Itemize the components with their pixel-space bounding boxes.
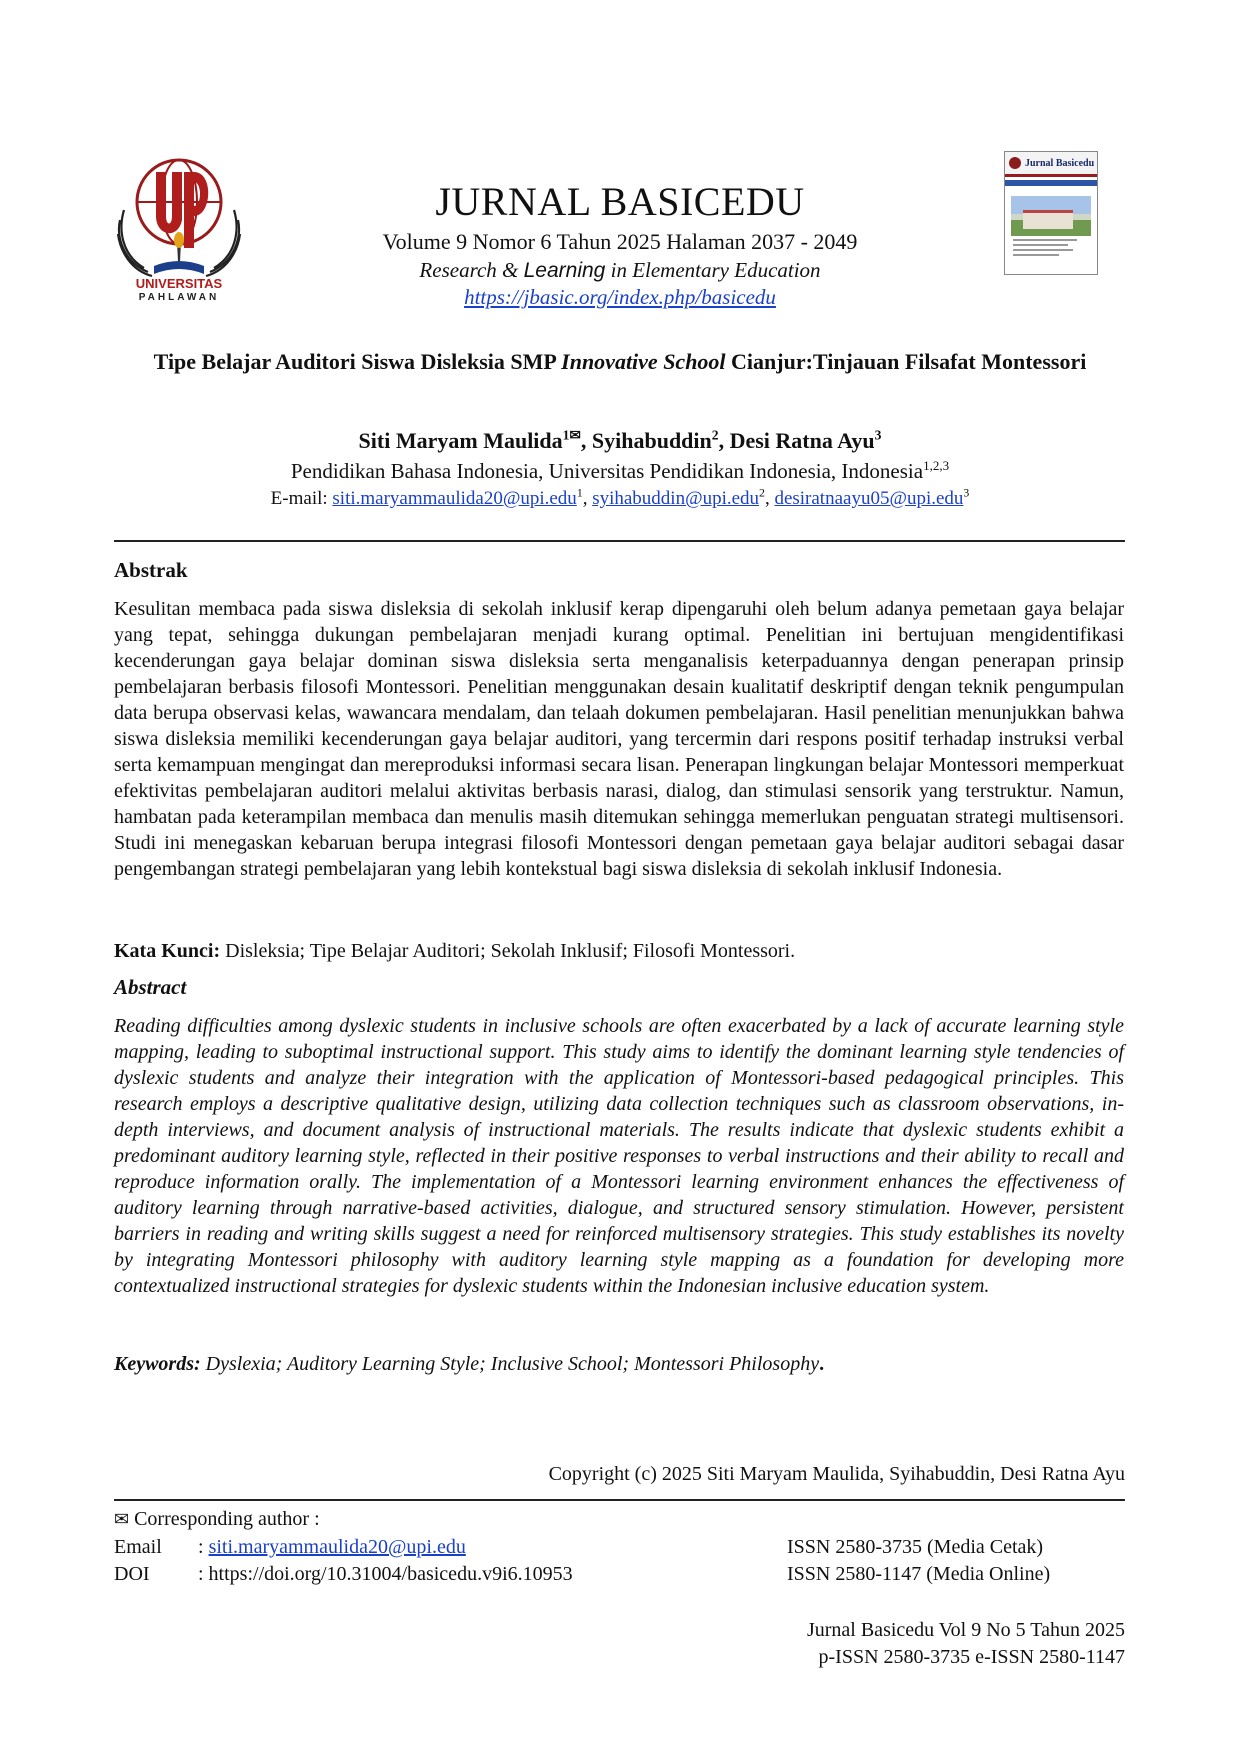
- email-link-2[interactable]: syihabuddin@upi.edu: [592, 488, 760, 509]
- journal-volume: Volume 9 Nomor 6 Tahun 2025 Halaman 2037…: [382, 229, 858, 254]
- issn-print: ISSN 2580-3735 (Media Cetak): [787, 1536, 1044, 1558]
- author-emails: E-mail: siti.maryammaulida20@upi.edu1, s…: [270, 486, 970, 509]
- abstract-text: Reading difficulties among dyslexic stud…: [114, 1015, 1124, 1297]
- footer-divider: [114, 1499, 1125, 1501]
- cover-title: Jurnal Basicedu: [1025, 157, 1095, 169]
- journal-title: JURNAL BASICEDU: [435, 179, 805, 224]
- logo-text: UNIVERSITAS: [135, 276, 223, 291]
- corresponding-author: ✉ Corresponding author :: [114, 1508, 320, 1530]
- abstrak-heading: Abstrak: [114, 558, 188, 582]
- email-link-1[interactable]: siti.maryammaulida20@upi.edu: [332, 488, 577, 509]
- corresponding-author-icon: 1✉: [562, 427, 581, 443]
- abstract-heading: Abstract: [114, 975, 187, 999]
- issn-online: ISSN 2580-1147 (Media Online): [787, 1563, 1051, 1585]
- paper-title: Tipe Belajar Auditori Siswa Disleksia SM…: [153, 349, 1087, 374]
- journal-url: https://jbasic.org/index.php/basicedu: [0, 285, 1240, 310]
- header-divider: [114, 540, 1125, 542]
- kata-kunci: Kata Kunci: Disleksia; Tipe Belajar Audi…: [114, 940, 796, 962]
- journal-subtitle: Research & Learning in Elementary Educat…: [419, 258, 821, 282]
- logo-subtext: PAHLAWAN: [138, 292, 220, 303]
- footer-email-row: Email: siti.maryammaulida20@upi.edu: [114, 1536, 466, 1558]
- footer-email-link[interactable]: siti.maryammaulida20@upi.edu: [208, 1536, 466, 1558]
- university-logo: UNIVERSITAS PAHLAWAN: [114, 150, 244, 310]
- email-link-3[interactable]: desiratnaayu05@upi.edu: [774, 488, 964, 509]
- journal-url-link[interactable]: https://jbasic.org/index.php/basicedu: [464, 285, 776, 309]
- copyright-notice: Copyright (c) 2025 Siti Maryam Maulida, …: [548, 1463, 1125, 1485]
- abstrak-text: Kesulitan membaca pada siswa disleksia d…: [114, 598, 1124, 880]
- affiliation: Pendidikan Bahasa Indonesia, Universitas…: [290, 458, 950, 483]
- keywords: Keywords: Dyslexia; Auditory Learning St…: [114, 1353, 825, 1375]
- footer-doi-row: DOI: https://doi.org/10.31004/basicedu.v…: [114, 1563, 573, 1585]
- envelope-icon: ✉: [114, 1509, 130, 1529]
- footer-journal-info: Jurnal Basicedu Vol 9 No 5 Tahun 2025: [806, 1619, 1125, 1641]
- footer-issn-info: p-ISSN 2580-3735 e-ISSN 2580-1147: [818, 1646, 1125, 1668]
- journal-cover-thumbnail: Jurnal Basicedu: [1004, 151, 1098, 275]
- cover-seal-icon: [1009, 157, 1021, 169]
- author-list: Siti Maryam Maulida1✉, Syihabuddin2, Des…: [358, 427, 882, 453]
- cover-photo: [1011, 196, 1091, 236]
